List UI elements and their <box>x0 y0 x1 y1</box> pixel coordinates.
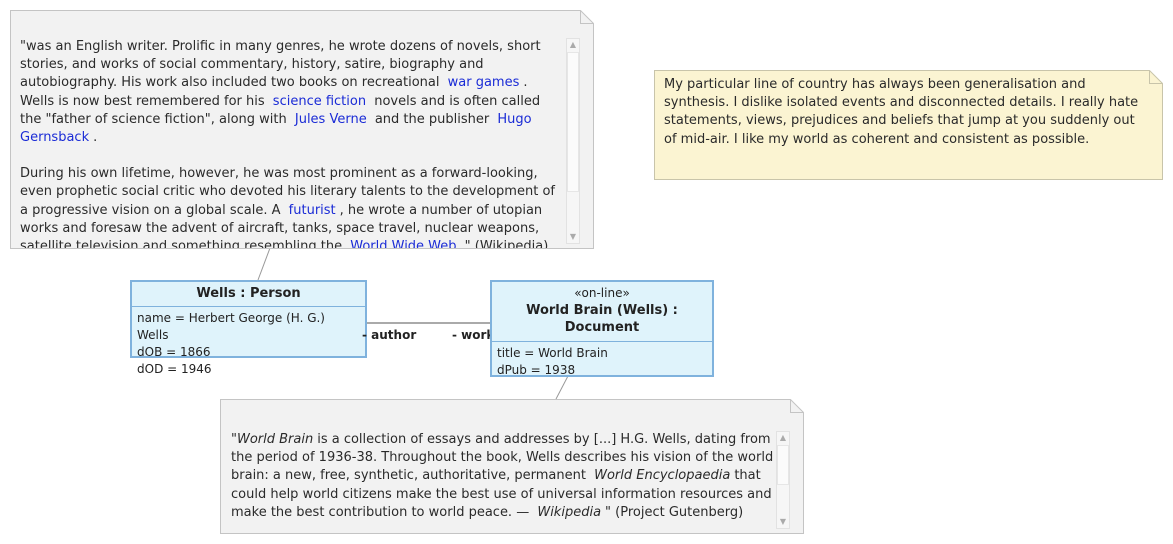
object-stereotype: «on-line» <box>574 286 630 300</box>
note-shape <box>654 70 1163 180</box>
scroll-up-icon[interactable]: ▲ <box>569 40 577 49</box>
link-science-fiction[interactable]: science fiction <box>272 93 367 109</box>
role-work: - work <box>452 328 495 342</box>
link-futurist[interactable]: futurist <box>288 202 336 218</box>
note-anchor-document <box>555 375 569 400</box>
scroll-down-icon[interactable]: ▼ <box>569 232 577 241</box>
link-world-wide-web[interactable]: World Wide Web <box>350 239 457 248</box>
note-quote-text: My particular line of country has always… <box>664 77 1139 147</box>
scroll-up-icon[interactable]: ▲ <box>779 433 787 442</box>
wells-paragraph-1: "was an English writer. Prolific in many… <box>20 39 541 146</box>
note-wells-text: "was an English writer. Prolific in many… <box>20 38 565 248</box>
note-wells-quote: My particular line of country has always… <box>654 70 1163 180</box>
scroll-thumb[interactable] <box>777 445 789 485</box>
object-world-brain-document[interactable]: «on-line» World Brain (Wells) : Document… <box>490 280 714 377</box>
note-wells-scrollbar[interactable]: ▲ ▼ <box>566 38 580 244</box>
object-attributes: name = Herbert George (H. G.) Wells dOB … <box>132 307 365 381</box>
attr-dob: dOB = 1866 <box>137 345 211 359</box>
link-jules-verne[interactable]: Jules Verne <box>294 111 367 127</box>
attr-dpub: dPub = 1938 <box>497 363 576 377</box>
link-hugo-gernsback[interactable]: Hugo Gernsback <box>20 111 532 146</box>
note-anchor-person <box>257 247 271 281</box>
link-war-games[interactable]: war games <box>447 75 520 91</box>
note-shape <box>10 10 594 249</box>
object-attributes: title = World Brain dPub = 1938 <box>492 342 712 382</box>
object-wells-person[interactable]: Wells : Person name = Herbert George (H.… <box>130 280 367 376</box>
attr-title: title = World Brain <box>497 346 608 360</box>
scroll-thumb[interactable] <box>567 52 579 192</box>
wells-paragraph-2: During his own lifetime, however, he was… <box>20 165 565 248</box>
object-header: «on-line» World Brain (Wells) : Document <box>492 282 712 342</box>
role-author: - author <box>362 328 417 342</box>
object-title-line1: World Brain (Wells) : <box>526 303 678 318</box>
attr-name: name = Herbert George (H. G.) Wells <box>137 311 325 342</box>
object-title: Wells : Person <box>196 286 301 301</box>
note-world-brain-scrollbar[interactable]: ▲ ▼ <box>776 431 790 529</box>
object-title-line2: Document <box>564 320 640 335</box>
scroll-down-icon[interactable]: ▼ <box>779 517 787 526</box>
attr-dod: dOD = 1946 <box>137 362 212 376</box>
note-shape <box>220 399 804 534</box>
object-header: Wells : Person <box>132 282 365 307</box>
note-wells-description: "was an English writer. Prolific in many… <box>10 10 594 249</box>
